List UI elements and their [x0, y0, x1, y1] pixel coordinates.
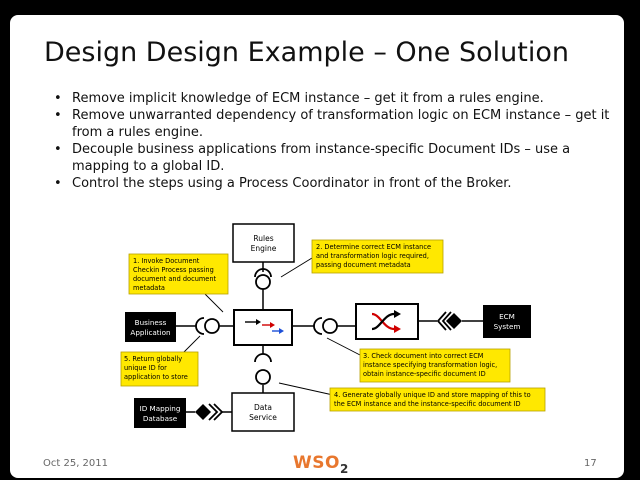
ball-icon — [255, 274, 271, 290]
chevron-icon — [436, 311, 447, 331]
socket-icon — [313, 317, 323, 335]
socket-icon — [254, 353, 272, 363]
ball-icon — [322, 318, 338, 334]
svg-text:document and document: document and document — [133, 275, 217, 283]
svg-text:obtain instance-specific docum: obtain instance-specific document ID — [363, 370, 486, 378]
svg-text:the ECM instance and the insta: the ECM instance and the instance-specif… — [334, 400, 521, 408]
svg-text:passing document metadata: passing document metadata — [316, 261, 411, 269]
footer-date: Oct 25, 2011 — [43, 458, 108, 469]
callout-step-4: 4. Generate globally unique ID and store… — [329, 387, 546, 412]
bullet-item: Remove implicit knowledge of ECM instanc… — [54, 90, 614, 107]
ball-icon — [204, 318, 220, 334]
svg-text:3. Check document into correct: 3. Check document into correct ECM — [363, 352, 484, 360]
architecture-diagram: Rules Engine Business Application — [120, 223, 546, 432]
slide: Design Design Example – One Solution Rem… — [10, 15, 624, 478]
data-service-box: Data Service — [231, 392, 295, 432]
id-mapping-label-line2: Database — [143, 414, 178, 423]
rules-engine-box: Rules Engine — [232, 223, 295, 263]
data-service-label-line2: Service — [249, 413, 277, 422]
business-application-box: Business Application — [125, 312, 176, 342]
chevron-icon — [441, 311, 452, 331]
callout-step-1: 1. Invoke Document Checkin Process passi… — [128, 253, 229, 295]
business-app-label-line2: Application — [130, 328, 170, 337]
svg-text:application to store: application to store — [124, 373, 188, 381]
ball-icon — [255, 369, 271, 385]
page-number: 17 — [584, 458, 597, 469]
bullet-item: Decouple business applications from inst… — [54, 141, 614, 175]
diamond-icon — [195, 404, 211, 420]
process-coordinator-box — [233, 309, 293, 346]
svg-text:metadata: metadata — [133, 284, 165, 292]
svg-text:4. Generate globally unique ID: 4. Generate globally unique ID and store… — [334, 391, 531, 399]
chevron-icon — [208, 403, 219, 421]
slide-title: Design Design Example – One Solution — [44, 37, 569, 68]
socket-icon — [195, 317, 205, 335]
data-service-label-line1: Data — [254, 403, 272, 412]
callout-step-3: 3. Check document into correct ECM insta… — [359, 348, 511, 383]
business-app-label-line1: Business — [135, 318, 167, 327]
svg-text:instance specifying transforma: instance specifying transformation logic… — [363, 361, 497, 369]
callout-pointers — [182, 257, 361, 396]
bullet-item: Control the steps using a Process Coordi… — [54, 175, 614, 192]
rules-engine-label-line1: Rules — [253, 234, 273, 243]
connector-lines — [176, 262, 483, 413]
ecm-label-line2: System — [494, 322, 521, 331]
chevron-icon — [213, 403, 224, 421]
ecm-label-line1: ECM — [499, 312, 515, 321]
bullet-list: Remove implicit knowledge of ECM instanc… — [54, 90, 614, 192]
svg-text:2. Determine correct ECM insta: 2. Determine correct ECM instance — [316, 243, 431, 251]
rules-engine-label-line2: Engine — [251, 244, 277, 253]
diamond-icon — [446, 313, 462, 329]
svg-text:unique ID for: unique ID for — [124, 364, 167, 372]
socket-icon — [254, 268, 272, 278]
svg-text:1. Invoke Document: 1. Invoke Document — [133, 257, 200, 265]
wso2-logo: WSO2 — [293, 453, 349, 476]
svg-text:5. Return globally: 5. Return globally — [124, 355, 182, 363]
callout-step-5: 5. Return globally unique ID for applica… — [120, 351, 199, 387]
svg-text:and transformation logic requi: and transformation logic required, — [316, 252, 429, 260]
ecm-system-box: ECM System — [483, 305, 531, 338]
id-mapping-label-line1: ID Mapping — [140, 404, 181, 413]
id-mapping-database-box: ID Mapping Database — [134, 398, 186, 428]
transformation-box — [355, 303, 419, 340]
callout-step-2: 2. Determine correct ECM instance and tr… — [311, 239, 444, 274]
bullet-item: Remove unwarranted dependency of transfo… — [54, 107, 614, 141]
svg-text:Checkin Process passing: Checkin Process passing — [133, 266, 214, 274]
